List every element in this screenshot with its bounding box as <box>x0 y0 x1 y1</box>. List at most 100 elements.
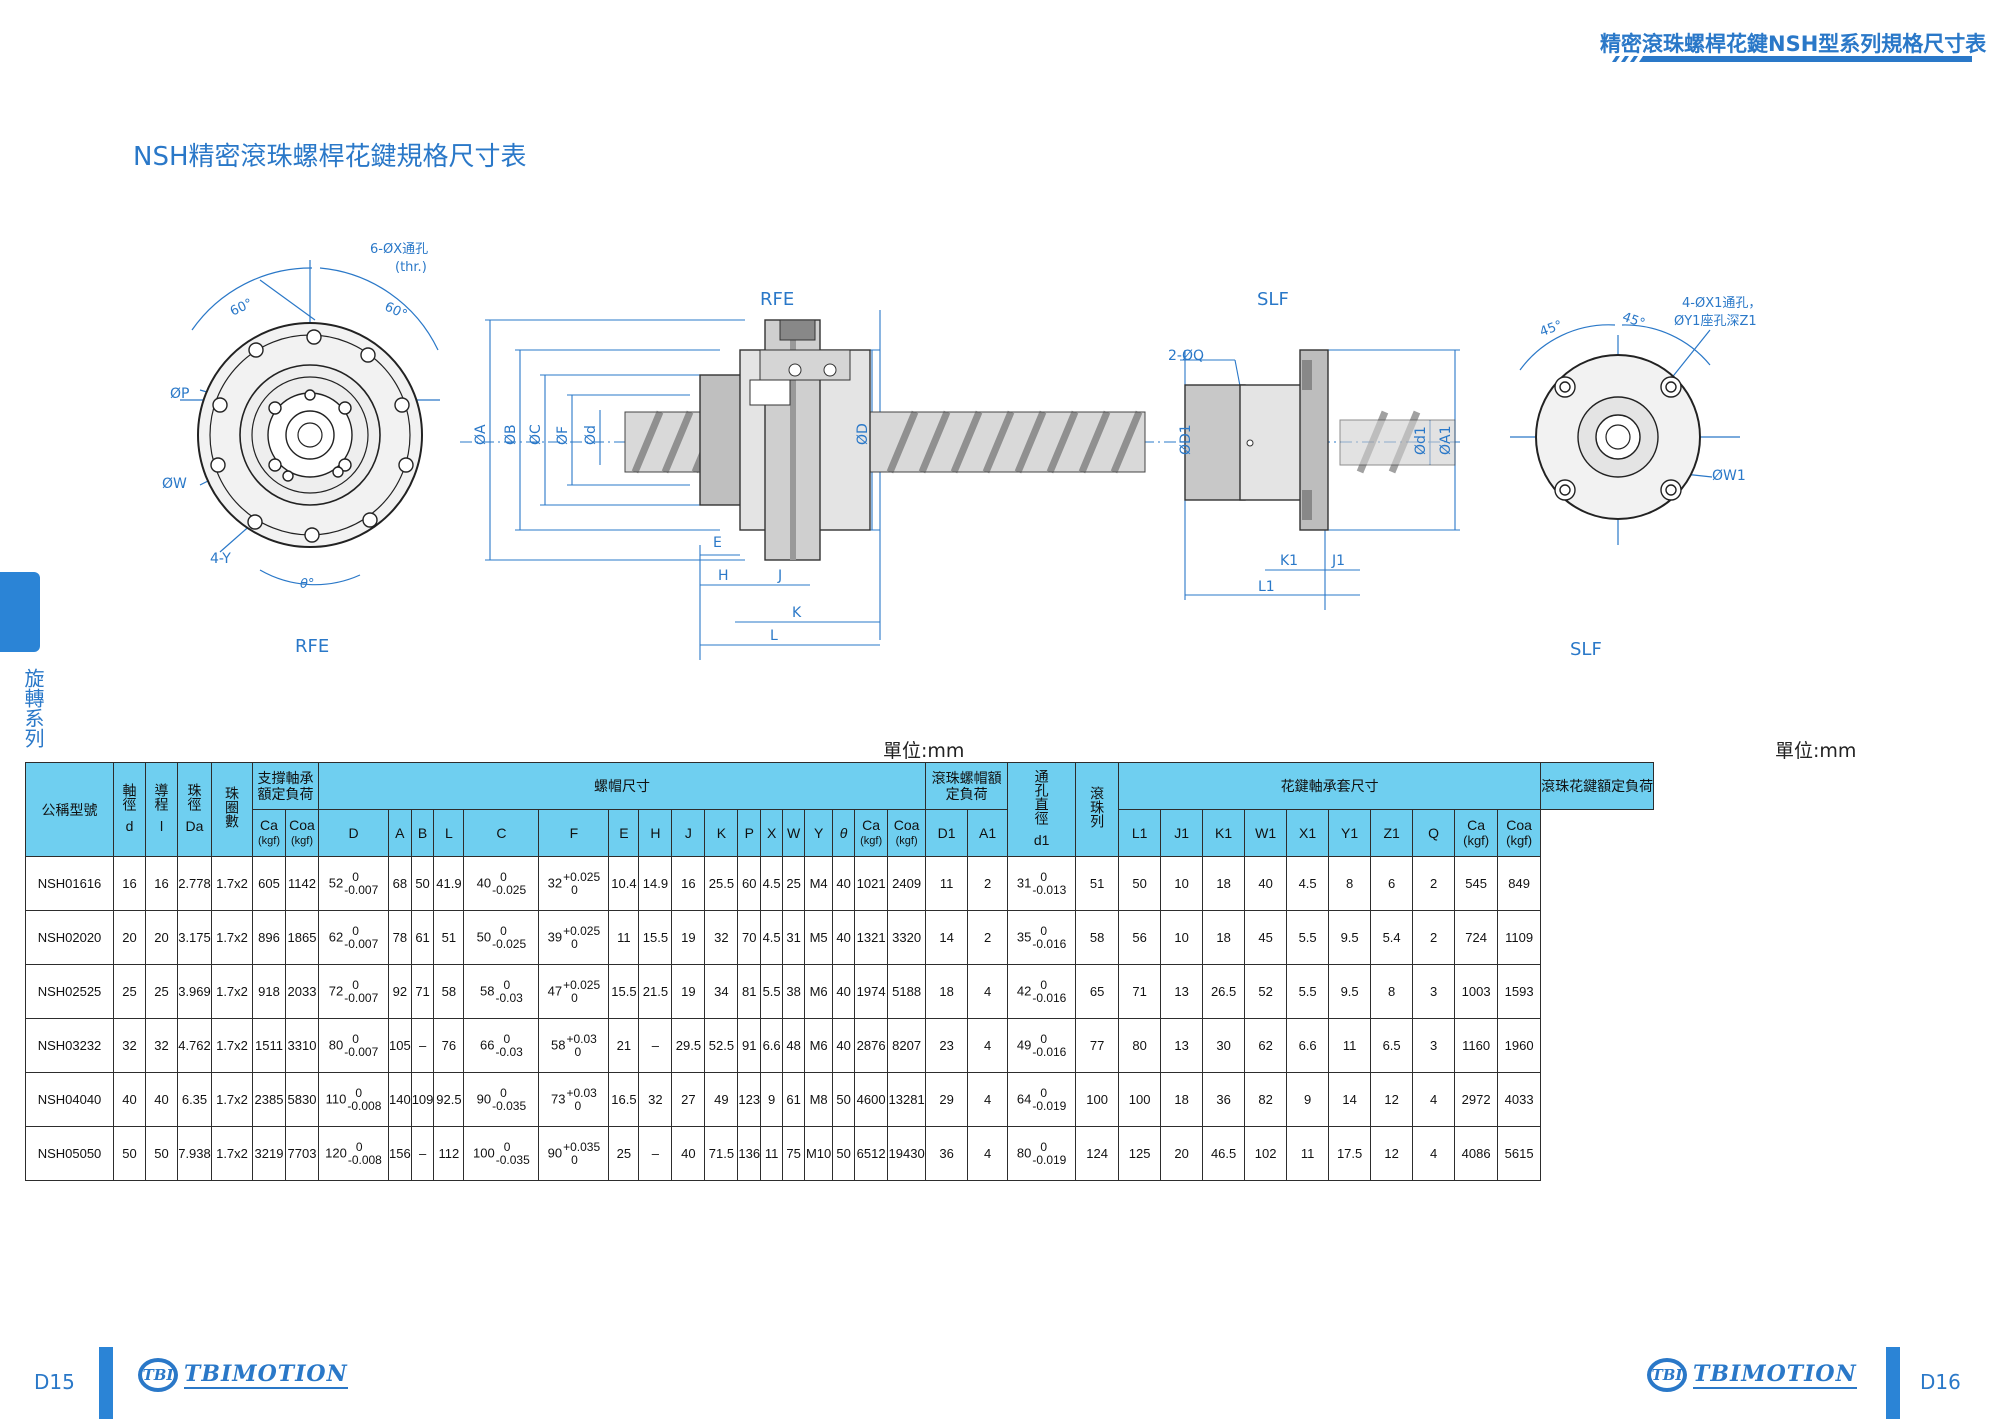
col-support-coa: Coa(kgf) <box>285 809 319 857</box>
logo-mark-left: TBI <box>138 1358 178 1392</box>
cell-K: 32 <box>704 910 739 965</box>
col-ball-label: 珠徑 <box>186 783 203 811</box>
cell-ballnut-coa: 3320 <box>887 910 927 965</box>
ann-thr: (thr.) <box>395 260 427 275</box>
cell-ballnut-ca: 4600 <box>854 1072 889 1127</box>
logo-left: TBI TBIMOTION <box>138 1358 348 1392</box>
cell-P: 70 <box>737 910 762 965</box>
col-nut-A: A <box>388 809 412 857</box>
col-spline-ca: Ca(kgf) <box>1454 809 1499 857</box>
col-nut-W: W <box>782 809 806 857</box>
cell-X1: 5.5 <box>1286 910 1330 965</box>
ann-4y: 4-Y <box>210 551 231 567</box>
cell-A1: 124 <box>1075 1126 1120 1181</box>
cell-B: – <box>410 1126 435 1181</box>
cell-C-tolerance: 0-0.035 <box>492 1086 526 1113</box>
units-right: 單位:mm <box>1775 740 1857 762</box>
col-nut-E: E <box>608 809 640 857</box>
cell-K: 52.5 <box>704 1018 739 1073</box>
cell-D1-tol-upper: 0 <box>1040 869 1048 884</box>
cell-shaft: 25 <box>113 964 146 1019</box>
sub-kgf-3: (kgf) <box>860 835 883 847</box>
cell-ballnut-ca: 1021 <box>854 856 889 911</box>
cell-D-tol-lower: -0.007 <box>344 1044 379 1059</box>
cell-D-value: 120 <box>325 1144 347 1160</box>
cell-C-tolerance: 0-0.035 <box>496 1140 530 1167</box>
cell-E: 16.5 <box>608 1072 640 1127</box>
cell-hole: 11 <box>925 856 969 911</box>
cell-W1: 45 <box>1244 910 1288 965</box>
col-spline-W1: W1 <box>1244 809 1288 857</box>
cell-D1-tolerance: 0-0.016 <box>1032 977 1066 1005</box>
cell-hole: 36 <box>925 1126 969 1181</box>
ann-l: L <box>770 628 778 644</box>
cell-D1-tolerance: 0-0.019 <box>1032 1085 1066 1113</box>
cell-X: 6.6 <box>760 1018 784 1073</box>
cell-L: 51 <box>433 910 465 965</box>
cell-A: 78 <box>388 910 412 965</box>
cell-ball-rows: 4 <box>967 1126 1009 1181</box>
cell-J: 27 <box>671 1072 706 1127</box>
cell-C-tolerance: 0-0.025 <box>492 924 526 951</box>
cell-support-ca: 605 <box>252 856 286 911</box>
cell-ball: 7.938 <box>177 1126 212 1181</box>
cell-W1: 102 <box>1244 1126 1288 1181</box>
cell-F-tol-upper: +0.035 <box>563 1139 601 1154</box>
cell-D-tol-lower: -0.008 <box>347 1098 382 1113</box>
cell-L: 58 <box>433 964 465 1019</box>
cell-D1-tol-upper: 0 <box>1040 977 1048 992</box>
cell-Q: 4 <box>1412 1126 1456 1181</box>
cell-spline-coa: 5615 <box>1497 1126 1542 1181</box>
cell-shaft: 20 <box>113 910 146 965</box>
cell-K1: 18 <box>1202 910 1246 965</box>
cell-Y: M6 <box>804 1018 834 1073</box>
footer-bar-left <box>99 1347 113 1419</box>
ann-c: ØC <box>528 424 544 445</box>
cell-lead: 32 <box>145 1018 178 1073</box>
col-nut-X: X <box>760 809 784 857</box>
cell-A1: 77 <box>1075 1018 1120 1073</box>
cell-W1: 62 <box>1244 1018 1288 1073</box>
col-spline-J1: J1 <box>1160 809 1204 857</box>
cell-E: 15.5 <box>608 964 640 1019</box>
cell-support-coa: 7703 <box>285 1126 319 1181</box>
col-spline-coa: Coa(kgf) <box>1497 809 1542 857</box>
cell-X: 4.5 <box>760 910 784 965</box>
cell-J: 29.5 <box>671 1018 706 1073</box>
cell-lead: 20 <box>145 910 178 965</box>
cell-ball-rows: 4 <box>967 964 1009 1019</box>
cell-shaft: 16 <box>113 856 146 911</box>
col-spline-Q: Q <box>1412 809 1456 857</box>
cell-F-tol-lower: 0 <box>571 990 578 1005</box>
ann-j1: J1 <box>1331 553 1345 569</box>
cell-D1-tol-upper: 0 <box>1040 1085 1048 1100</box>
cell-theta: 50 <box>832 1126 856 1181</box>
cell-theta: 50 <box>832 1072 856 1127</box>
cell-circuits: 1.7x2 <box>211 1072 253 1127</box>
cell-D1-tol-lower: -0.016 <box>1032 936 1067 951</box>
col-circuits-label: 珠圈數 <box>224 786 240 828</box>
col-ball-sym: Da <box>185 818 204 834</box>
cell-K1: 30 <box>1202 1018 1246 1073</box>
cell-B: 50 <box>410 856 435 911</box>
cell-D1-tol-upper: 0 <box>1040 1031 1048 1046</box>
cell-H: – <box>638 1126 673 1181</box>
cell-C-value: 90 <box>476 1090 492 1106</box>
cell-ball-rows: 2 <box>967 910 1009 965</box>
col-ball-rows-label: 滾珠列 <box>1089 786 1106 828</box>
col-nut-J: J <box>671 809 706 857</box>
cell-D-value: 72 <box>328 982 344 998</box>
side-tab[interactable] <box>0 572 40 652</box>
cell-support-coa: 2033 <box>285 964 319 1019</box>
ann-w: ØW <box>162 476 187 492</box>
cell-W: 48 <box>782 1018 806 1073</box>
col-ballnut-load: 滾珠螺帽額定負荷 <box>925 762 1009 810</box>
